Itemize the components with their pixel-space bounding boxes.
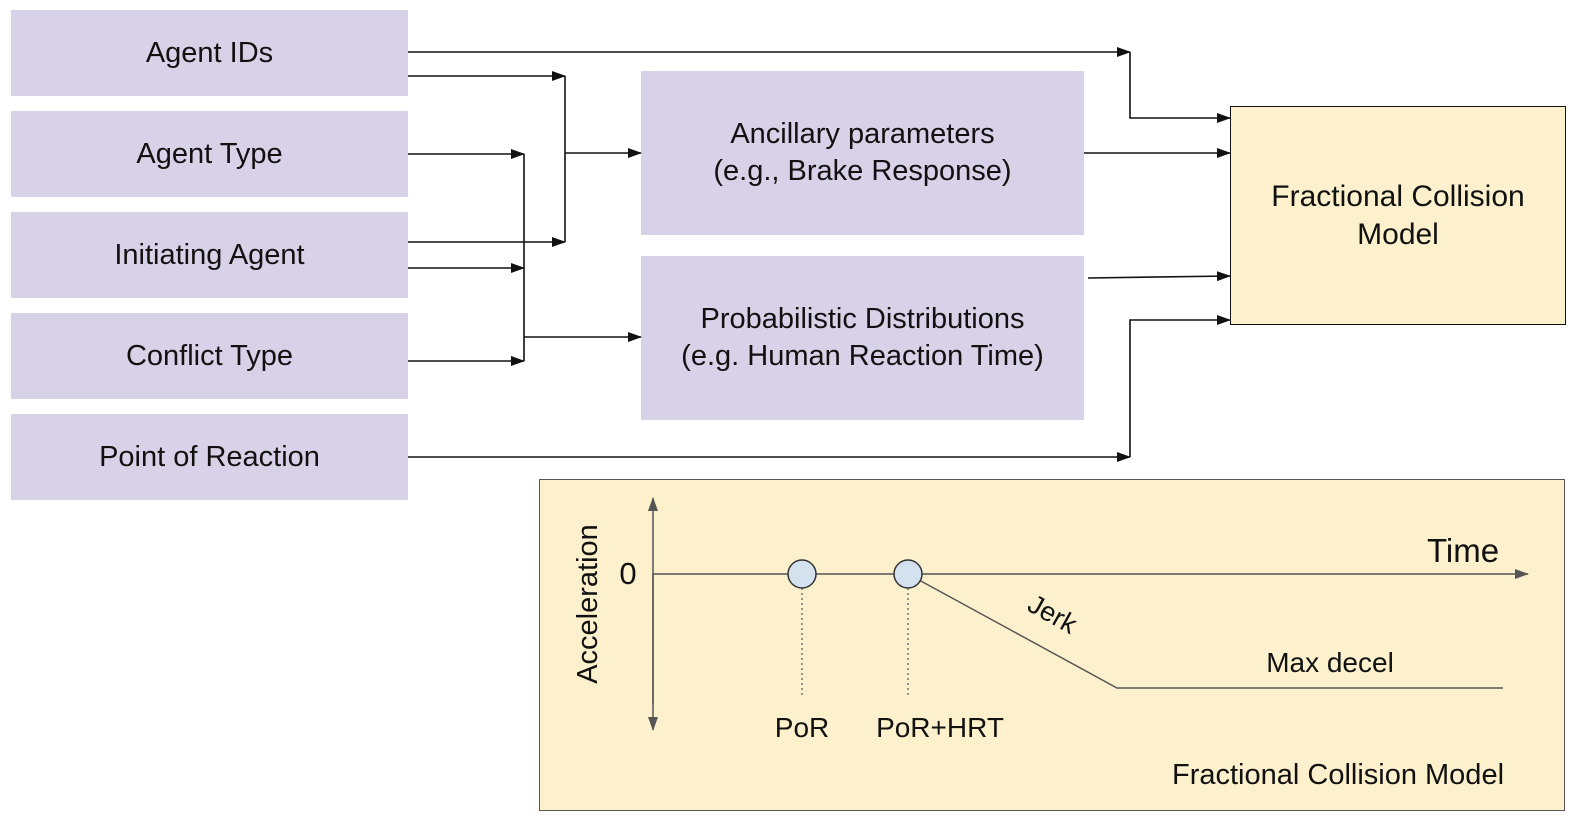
junction-to-model-top-arrow: [1129, 52, 1231, 123]
probabilistic-example: (e.g. Human Reaction Time): [681, 340, 1044, 372]
agent-type-box: Agent Type: [11, 111, 408, 197]
probabilistic-to-model-arrow: [1087, 271, 1231, 282]
fractional-collision-model-box: Fractional Collision Model: [1230, 106, 1566, 325]
model-detail-panel: [539, 479, 1565, 811]
panel-caption: Fractional Collision Model: [1172, 759, 1504, 791]
model-title-line1: Fractional Collision: [1271, 179, 1525, 213]
agent-type-label: Agent Type: [136, 137, 283, 170]
zero-label: 0: [619, 556, 636, 591]
probabilistic-distributions-box: Probabilistic Distributions (e.g. Human …: [641, 256, 1084, 420]
probabilistic-title: Probabilistic Distributions: [700, 303, 1025, 335]
point-of-reaction-box: Point of Reaction: [11, 414, 408, 500]
ancillary-example: (e.g., Brake Response): [713, 155, 1012, 187]
model-title-line2: Model: [1357, 217, 1439, 251]
y-axis-label: Acceleration: [572, 524, 604, 684]
initiating-agent-label: Initiating Agent: [114, 238, 305, 271]
por-hrt-label: PoR+HRT: [876, 712, 1004, 743]
initiating-agent-box: Initiating Agent: [11, 212, 408, 298]
por-label: PoR: [775, 712, 829, 743]
acceleration-plot: Acceleration 0 Time PoR PoR+HRT Jerk Max…: [572, 497, 1529, 791]
conflict-type-box: Conflict Type: [11, 313, 408, 399]
connectors: [408, 47, 1231, 462]
por-hrt-marker: [893, 559, 923, 589]
por-marker: [787, 559, 817, 589]
deceleration-profile-line: [907, 573, 1503, 689]
ancillary-title: Ancillary parameters: [730, 118, 995, 150]
agent-ids-label: Agent IDs: [145, 36, 274, 69]
agent-ids-box: Agent IDs: [11, 10, 408, 96]
time-label: Time: [1427, 532, 1499, 569]
max-decel-label: Max decel: [1266, 647, 1394, 678]
reaction-junction-to-model-arrow: [1129, 315, 1231, 457]
ancillary-parameters-box: Ancillary parameters (e.g., Brake Respon…: [641, 71, 1084, 235]
conflict-type-label: Conflict Type: [125, 339, 294, 372]
point-of-reaction-label: Point of Reaction: [99, 440, 320, 473]
jerk-label: Jerk: [1023, 589, 1083, 640]
